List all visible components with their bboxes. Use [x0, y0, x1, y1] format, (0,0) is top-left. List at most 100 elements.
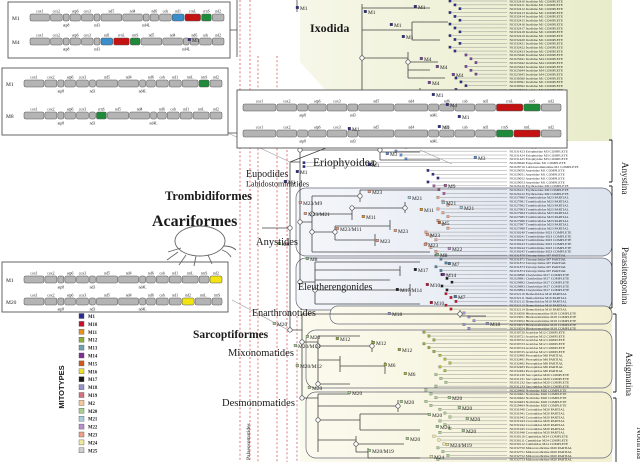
branch-mitotype-marker	[399, 400, 403, 403]
taxon-label: NC033053 Histiostomatidae M18 COMPLETE	[510, 323, 577, 327]
branch-mitotype-marker	[435, 253, 439, 256]
gene-block-rrnS	[198, 275, 210, 284]
taxon-label: NC032410 Ixodidae M1 COMPLETE	[510, 0, 564, 3]
branch-mitotype-label: M20/M19	[372, 449, 394, 455]
taxon-label: NC027981 Trombiculidae M23 PARTIAL	[510, 200, 569, 204]
taxon-label: NC031941 Crotoniidae M20 PARTIAL	[510, 411, 565, 415]
taxon-label: NC030245 Trombidiidae M23 COMPLETE	[510, 250, 572, 254]
branch-mitotype-marker	[375, 239, 379, 242]
branch-mitotype-label: M20	[466, 429, 476, 435]
branch-mitotype-marker	[453, 295, 457, 298]
legend-label-M24: M24	[88, 441, 98, 446]
gene-name-label: atp8	[299, 140, 306, 144]
taxon-label: NC031870 Tetranychidae M7 PARTIAL	[510, 254, 567, 258]
gene-name-label: rrnL	[524, 126, 531, 130]
legend-swatch-M15	[78, 360, 85, 367]
gene-name-label: nd4	[408, 100, 414, 104]
gene-name-label: nd4	[137, 108, 143, 112]
branch-mitotype-label: M1	[192, 38, 200, 44]
taxon-label: NC031946 Crotoniidae M20 PARTIAL	[510, 431, 565, 435]
mitotype-tip-marker	[462, 311, 466, 315]
gene-name-label: cox1	[30, 272, 37, 276]
mite-drawing	[166, 225, 237, 267]
branch-mitotype-marker	[413, 268, 417, 271]
gene-block-nd3	[347, 129, 358, 138]
branch-mitotype-label: M1	[418, 5, 426, 11]
legend-swatch-M22	[78, 423, 85, 430]
branch-mitotype-marker	[447, 262, 451, 265]
gene-block-atp6	[69, 13, 81, 22]
legend-label-M16: M16	[88, 370, 98, 375]
taxon-label: NC030720 Acaridae M12 COMPLETE	[510, 331, 566, 335]
mitotype-tip-marker	[438, 431, 442, 434]
mitotype-tip-marker	[453, 38, 457, 41]
mitotype-tip-marker	[432, 184, 436, 188]
mitotype-tip-marker	[432, 350, 436, 353]
gene-name-label: rrnL	[187, 76, 194, 80]
gene-name-label: atp6	[67, 272, 74, 276]
gene-block-nd5	[96, 297, 118, 306]
gene-name-label: rrnL	[200, 294, 207, 298]
taxon-label: NC032412 Ixodidae M1 COMPLETE	[510, 7, 564, 11]
gene-block-nd6	[189, 37, 199, 46]
gene-name-label: cob	[163, 10, 169, 14]
taxon-label: NC030724 Acaridae M12 COMPLETE	[510, 346, 566, 350]
branch-mitotype-label: M11	[366, 215, 376, 221]
gene-block-nd1	[475, 103, 496, 112]
gene-block-nd5	[100, 13, 123, 22]
gene-block-atp8	[62, 13, 70, 22]
branch-mitotype-marker	[425, 283, 429, 286]
gene-name-label: cox1	[36, 34, 43, 38]
branch-mitotype-marker	[389, 23, 393, 26]
mitotype-tip-marker	[431, 172, 435, 176]
mitotype-tip-marker	[442, 192, 446, 195]
gene-block-nd1	[168, 297, 182, 306]
gene-block-nd4	[118, 275, 139, 284]
gene-name-label: nd3	[90, 286, 96, 290]
mitotype-tip-marker	[453, 26, 457, 30]
gene-block-nd2	[540, 129, 562, 138]
branch-mitotype-label: M23	[430, 233, 440, 239]
mitotype-tip-marker	[444, 303, 448, 307]
clade-label: Desmonomatides	[222, 398, 295, 409]
gene-name-label: nd4L	[430, 114, 439, 118]
branch-mitotype-label: M23	[372, 190, 382, 196]
mitotype-row-label: M4	[12, 40, 20, 46]
gene-block-nd3	[89, 275, 96, 284]
mitotype-tip-marker	[434, 373, 438, 376]
gene-block-rrnL	[184, 13, 201, 22]
branch-mitotype-label: M24/M19	[450, 443, 472, 449]
branch-mitotype-marker	[419, 57, 423, 60]
taxon-label: NC031424 Eriophyidae M3 COMPLETE	[510, 153, 568, 157]
gene-block-cox1	[23, 111, 45, 120]
taxon-label: NC029463 Nothridae M20 COMPLETE	[510, 400, 567, 404]
taxon-label: NC029890 Cheyletidae M17 COMPLETE	[510, 273, 570, 277]
gene-block-rrnS	[201, 13, 212, 22]
gene-name-label: nd6	[444, 100, 450, 104]
branch-mitotype-marker	[397, 348, 401, 351]
gene-name-label: atp6	[314, 100, 321, 104]
branch-mitotype-marker	[413, 5, 417, 8]
mitotype-tip-marker	[464, 53, 468, 57]
branch-mitotype-label: M23	[398, 229, 408, 235]
legend-swatch-M18	[78, 384, 85, 390]
mitotype-tip-marker	[438, 353, 442, 357]
taxon-label: NC031233 Sarcoptidae M20 COMPLETE	[510, 384, 570, 388]
gene-block-nd1	[168, 79, 182, 88]
gene-name-label: cox3	[333, 100, 340, 104]
mitotype-tip-marker	[429, 404, 433, 407]
clade-label: Acariformes	[152, 213, 237, 230]
gene-name-label: atp8	[58, 90, 65, 94]
mitotype-tip-marker	[474, 61, 478, 64]
gene-block-nd1	[475, 129, 496, 138]
gene-name-label: cox1	[256, 126, 263, 130]
gene-name-label: nd4L	[142, 24, 151, 28]
branch-mitotype-label: M7	[458, 295, 466, 301]
branch-mitotype-marker	[385, 152, 389, 155]
gene-name-label: cox3	[79, 108, 86, 112]
branch-mitotype-marker	[401, 35, 405, 38]
gene-name-label: nd1	[183, 108, 189, 112]
taxon-label: NC030725 Acaridae M12 COMPLETE	[510, 350, 566, 354]
legend-label-M2: M2	[88, 402, 96, 407]
